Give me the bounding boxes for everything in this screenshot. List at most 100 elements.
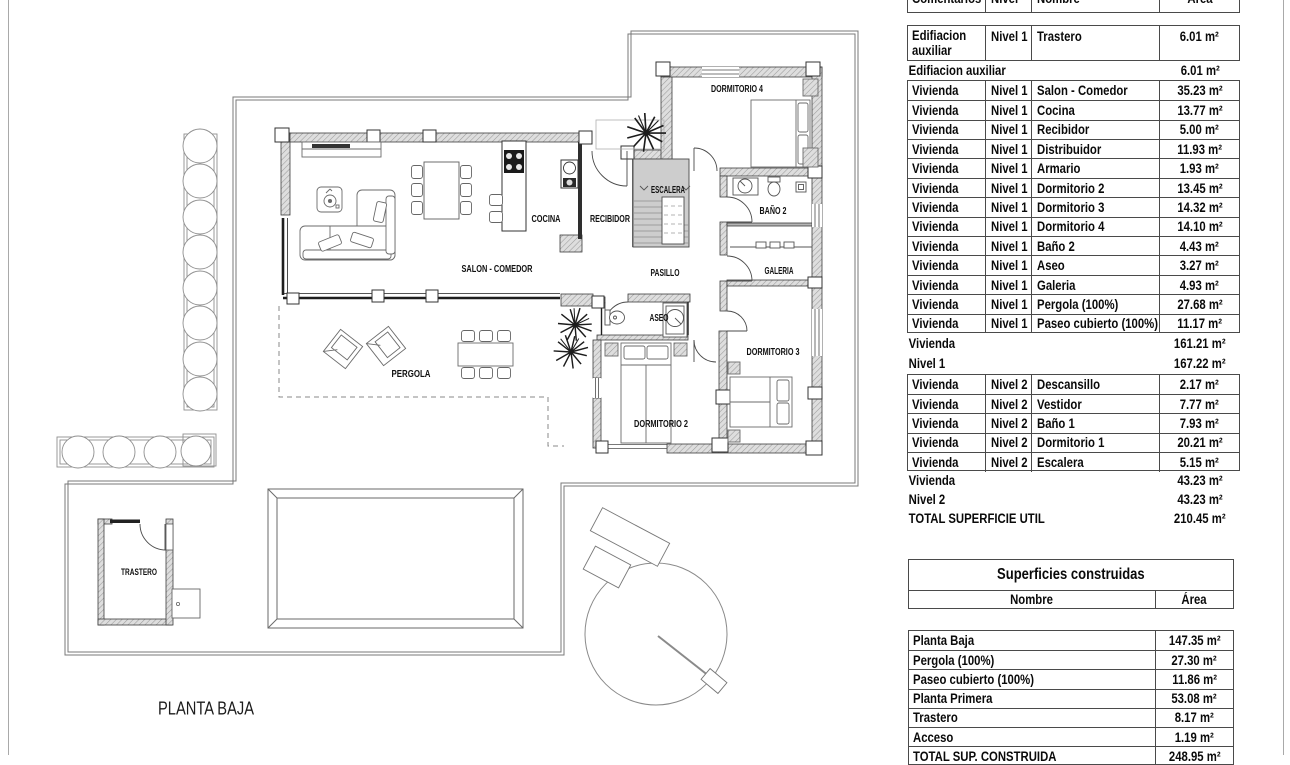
cell-nombre: Dormitorio 2: [1031, 178, 1159, 198]
cell-text: 6.01 m²: [1180, 63, 1220, 78]
wall-corner-posts: [274, 61, 823, 456]
cell-text: Vivienda: [912, 377, 959, 392]
cell-area: 11.93 m²: [1159, 140, 1239, 159]
cell-text: Nivel 1: [990, 296, 1028, 312]
areas-header-nivel: Nivel: [984, 0, 1032, 12]
cell-text: Dormitorio 1: [1037, 435, 1105, 451]
cell-text: TOTAL SUP. CONSTRUIDA: [913, 748, 1057, 764]
house-walls: [280, 66, 823, 456]
aseo-fixtures: [604, 302, 688, 338]
cell-text: Nivel 1: [990, 316, 1028, 332]
cell-text: Nivel 1: [990, 29, 1028, 44]
table-row: Vivienda Nivel 1 Armario 1.93 m²: [908, 158, 1239, 178]
summary-nivel1: Nivel 1 167.22 m²: [907, 354, 1240, 373]
cell-text: Nivel 1: [990, 122, 1028, 138]
cell-text: Comentarios: [912, 0, 981, 6]
cell-comentarios: Vivienda: [908, 140, 985, 158]
cell-text: 11.86 m²: [1172, 671, 1217, 687]
cell-text: 5.00 m²: [1180, 122, 1220, 138]
fireplace-icon: [316, 186, 343, 213]
cell-nombre: Armario: [1031, 159, 1159, 178]
glass-walls: [281, 142, 689, 335]
cell-area: 1.19 m²: [1155, 727, 1233, 747]
cell-text: Vivienda: [912, 238, 959, 254]
cell-text: 147.35 m²: [1168, 633, 1221, 649]
cell-text: Pergola (100%): [913, 652, 995, 668]
cell-text: 3.27 m²: [1180, 258, 1220, 274]
plot-boundary: [64, 30, 859, 656]
cell-text: Vivienda: [912, 180, 959, 196]
label-dormitorio4: DORMITORIO 4: [711, 83, 763, 95]
cell-text: Nivel 1: [990, 219, 1028, 235]
cell-text: 7.93 m²: [1180, 416, 1220, 432]
table-row: Acceso 1.19 m²: [909, 726, 1233, 747]
cell-comentarios: Vivienda: [908, 159, 985, 177]
cell-text: 11.17 m²: [1177, 316, 1223, 332]
cell-text: Vivienda: [912, 296, 959, 312]
cell-text: 1.19 m²: [1174, 729, 1215, 745]
summary-nivel2: Nivel 2 43.23 m²: [907, 490, 1240, 509]
table-row: Vivienda Nivel 1 Galeria 4.93 m²: [908, 274, 1239, 295]
table-row: Vivienda Nivel 1 Recibidor 5.00 m²: [908, 119, 1239, 140]
cell-area: 5.15 m²: [1159, 453, 1239, 472]
cell-text: 210.45 m²: [1174, 511, 1226, 526]
cell-comentarios: Vivienda: [908, 198, 985, 216]
cell-text: 20.21 m²: [1177, 435, 1223, 451]
table-row: Paseo cubierto (100%) 11.86 m²: [909, 669, 1233, 689]
cell-area: 27.68 m²: [1159, 295, 1239, 314]
cell-text: Vivienda: [912, 122, 959, 138]
cell-text: Recibidor: [1037, 122, 1090, 138]
cell-nombre: Pergola (100%): [1031, 295, 1159, 314]
cell-area: 35.23 m²: [1159, 81, 1239, 101]
cell-text: Distribuidor: [1037, 141, 1102, 157]
table-row: Vivienda Nivel 2 Vestidor 7.77 m²: [908, 394, 1239, 414]
cell-comentarios: Vivienda: [908, 295, 985, 313]
cell-nombre: Dormitorio 4: [1031, 217, 1159, 237]
cell-text: Trastero: [1037, 29, 1083, 44]
cell-text: Superficies construidas: [997, 566, 1145, 583]
cell-text: Nivel 1: [990, 141, 1028, 157]
cell-text: Nivel 2: [990, 377, 1028, 392]
summary-label: Nivel 1: [908, 355, 946, 371]
pergola-furniture: [322, 325, 514, 379]
built-table-body: Planta Baja 147.35 m² Pergola (100%) 27.…: [908, 630, 1234, 765]
cell-text: Vivienda: [912, 454, 959, 470]
cell-text: Vestidor: [1037, 396, 1083, 412]
cell-area: 13.45 m²: [1159, 178, 1239, 198]
cell-nivel: Nivel 1: [984, 256, 1032, 275]
areas-box-nivel1: Vivienda Nivel 1 Salon - Comedor 35.23 m…: [907, 80, 1240, 333]
cell-nombre: Pergola (100%): [909, 651, 1155, 669]
cell-nombre: Dormitorio 1: [1031, 433, 1159, 453]
table-row: Vivienda Nivel 2 Dormitorio 1 20.21 m²: [908, 432, 1239, 453]
cell-text: Área: [1187, 0, 1212, 6]
cell-nombre: Baño 2: [1031, 237, 1159, 256]
built-table-title: Superficies construidas: [909, 560, 1233, 590]
cell-nivel: Nivel 1: [984, 26, 1032, 60]
cell-text: Trastero: [913, 710, 958, 726]
bed-dormitorio4: [750, 78, 819, 168]
cell-comentarios: Vivienda: [908, 395, 985, 413]
cell-text: Cocina: [1037, 102, 1076, 118]
cell-nivel: Nivel 2: [984, 433, 1032, 453]
staircase: [632, 158, 691, 248]
galeria-appliances: [730, 241, 812, 249]
cell-text: Área: [1181, 592, 1208, 607]
cell-text: Vivienda: [912, 396, 959, 412]
pool: [267, 488, 524, 629]
cell-text: Nivel: [991, 0, 1018, 6]
areas-header-area: Área: [1159, 0, 1239, 12]
cell-text: Nivel 1: [990, 180, 1028, 196]
cell-comentarios: Vivienda: [908, 453, 985, 471]
table-row: Pergola (100%) 27.30 m²: [909, 650, 1233, 670]
built-header-area: Área: [1155, 591, 1233, 608]
cell-comentarios: Vivienda: [908, 237, 985, 255]
cell-nivel: Nivel 1: [984, 140, 1032, 159]
cell-text: Acceso: [913, 729, 954, 745]
cell-nombre: Dormitorio 3: [1031, 198, 1159, 217]
cell-nivel: Nivel 1: [984, 237, 1032, 256]
label-dormitorio2: DORMITORIO 2: [634, 418, 688, 430]
table-row: Vivienda Nivel 2 Descansillo 2.17 m²: [908, 375, 1239, 394]
cell-text: 7.77 m²: [1180, 396, 1220, 412]
bed-dormitorio2: [604, 342, 688, 444]
cell-text: Dormitorio 3: [1037, 199, 1105, 215]
